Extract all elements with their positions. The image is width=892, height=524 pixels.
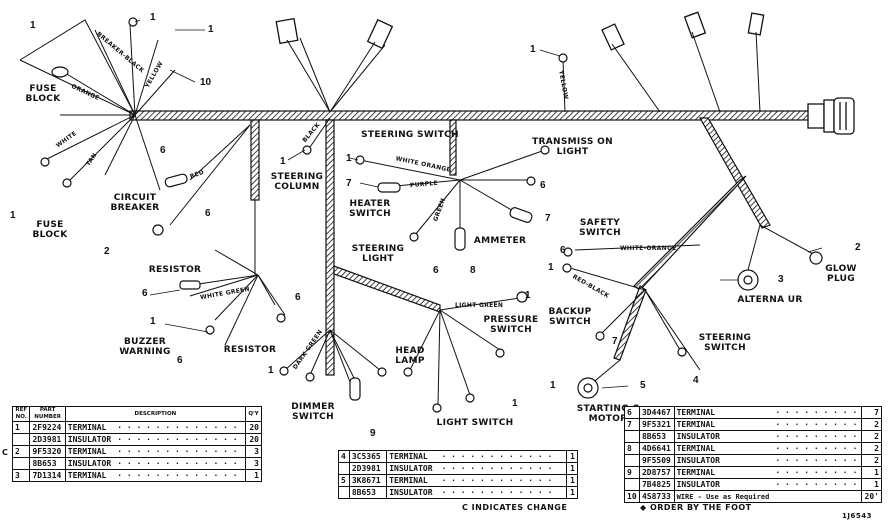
- callout-number: 6: [205, 208, 211, 219]
- callout-number: 5: [640, 380, 646, 391]
- callout-number: 6: [160, 145, 166, 156]
- label-light-switch: LIGHT SWITCH: [436, 418, 514, 428]
- label-resistor-left: RESISTOR: [148, 265, 202, 275]
- callout-number: 1: [280, 156, 286, 167]
- callout-number: 8: [470, 265, 476, 276]
- callout-number: 1: [208, 24, 214, 35]
- callout-number: 7: [346, 178, 352, 189]
- change-marker: C: [2, 448, 9, 457]
- callout-number: 7: [545, 213, 551, 224]
- callout-number: 7: [612, 336, 618, 347]
- order-by-foot-note: ◆ ORDER BY THE FOOT: [640, 503, 752, 512]
- callout-number: 2: [855, 242, 861, 253]
- callout-number: 2: [104, 246, 110, 257]
- callout-number: 1: [30, 20, 36, 31]
- top-plug-icons: [275, 11, 765, 51]
- wire-bundle: [19, 19, 816, 406]
- callout-leaders: [134, 19, 823, 389]
- col-qty: Q'Y: [244, 406, 263, 422]
- callout-number: 1: [268, 365, 274, 376]
- callout-number: 1: [150, 316, 156, 327]
- callout-number: 6: [177, 355, 183, 366]
- figure-number: 1J6543: [842, 512, 872, 520]
- callout-number: 1: [346, 153, 352, 164]
- wire-label: LIGHT GREEN: [455, 302, 504, 309]
- callout-number: 1: [548, 262, 554, 273]
- label-alternator: ALTERNA UR: [737, 295, 803, 305]
- callout-number: 1: [550, 380, 556, 391]
- callout-number: 6: [540, 180, 546, 191]
- star-icon: ◆: [640, 503, 647, 512]
- label-resistor-bottom: RESISTOR: [223, 345, 277, 355]
- callout-number: 6: [433, 265, 439, 276]
- callout-number: 1: [525, 290, 531, 301]
- col-desc: DESCRIPTION: [64, 406, 246, 422]
- callout-number: 6: [142, 288, 148, 299]
- callout-number: 1: [10, 210, 16, 221]
- callout-number: 3: [778, 274, 784, 285]
- label-ammeter: AMMETER: [473, 236, 527, 246]
- callout-number: 1: [530, 44, 536, 55]
- callout-number: 6: [560, 245, 566, 256]
- main-connector-icon: [807, 97, 855, 135]
- callout-number: 6: [295, 292, 301, 303]
- order-by-foot-text: ORDER BY THE FOOT: [649, 503, 752, 512]
- indicates-change-note: C INDICATES CHANGE: [462, 503, 568, 512]
- callout-number: 9: [370, 428, 376, 439]
- callout-number: 1: [150, 12, 156, 23]
- wire-label: WHITE-ORANGE: [620, 245, 677, 252]
- callout-number: 4: [693, 375, 699, 386]
- callout-number: 1: [512, 398, 518, 409]
- terminal-icons: [40, 17, 823, 413]
- callout-number: 10: [200, 77, 212, 88]
- label-steering-switch-top: STEERING SWITCH: [361, 130, 459, 140]
